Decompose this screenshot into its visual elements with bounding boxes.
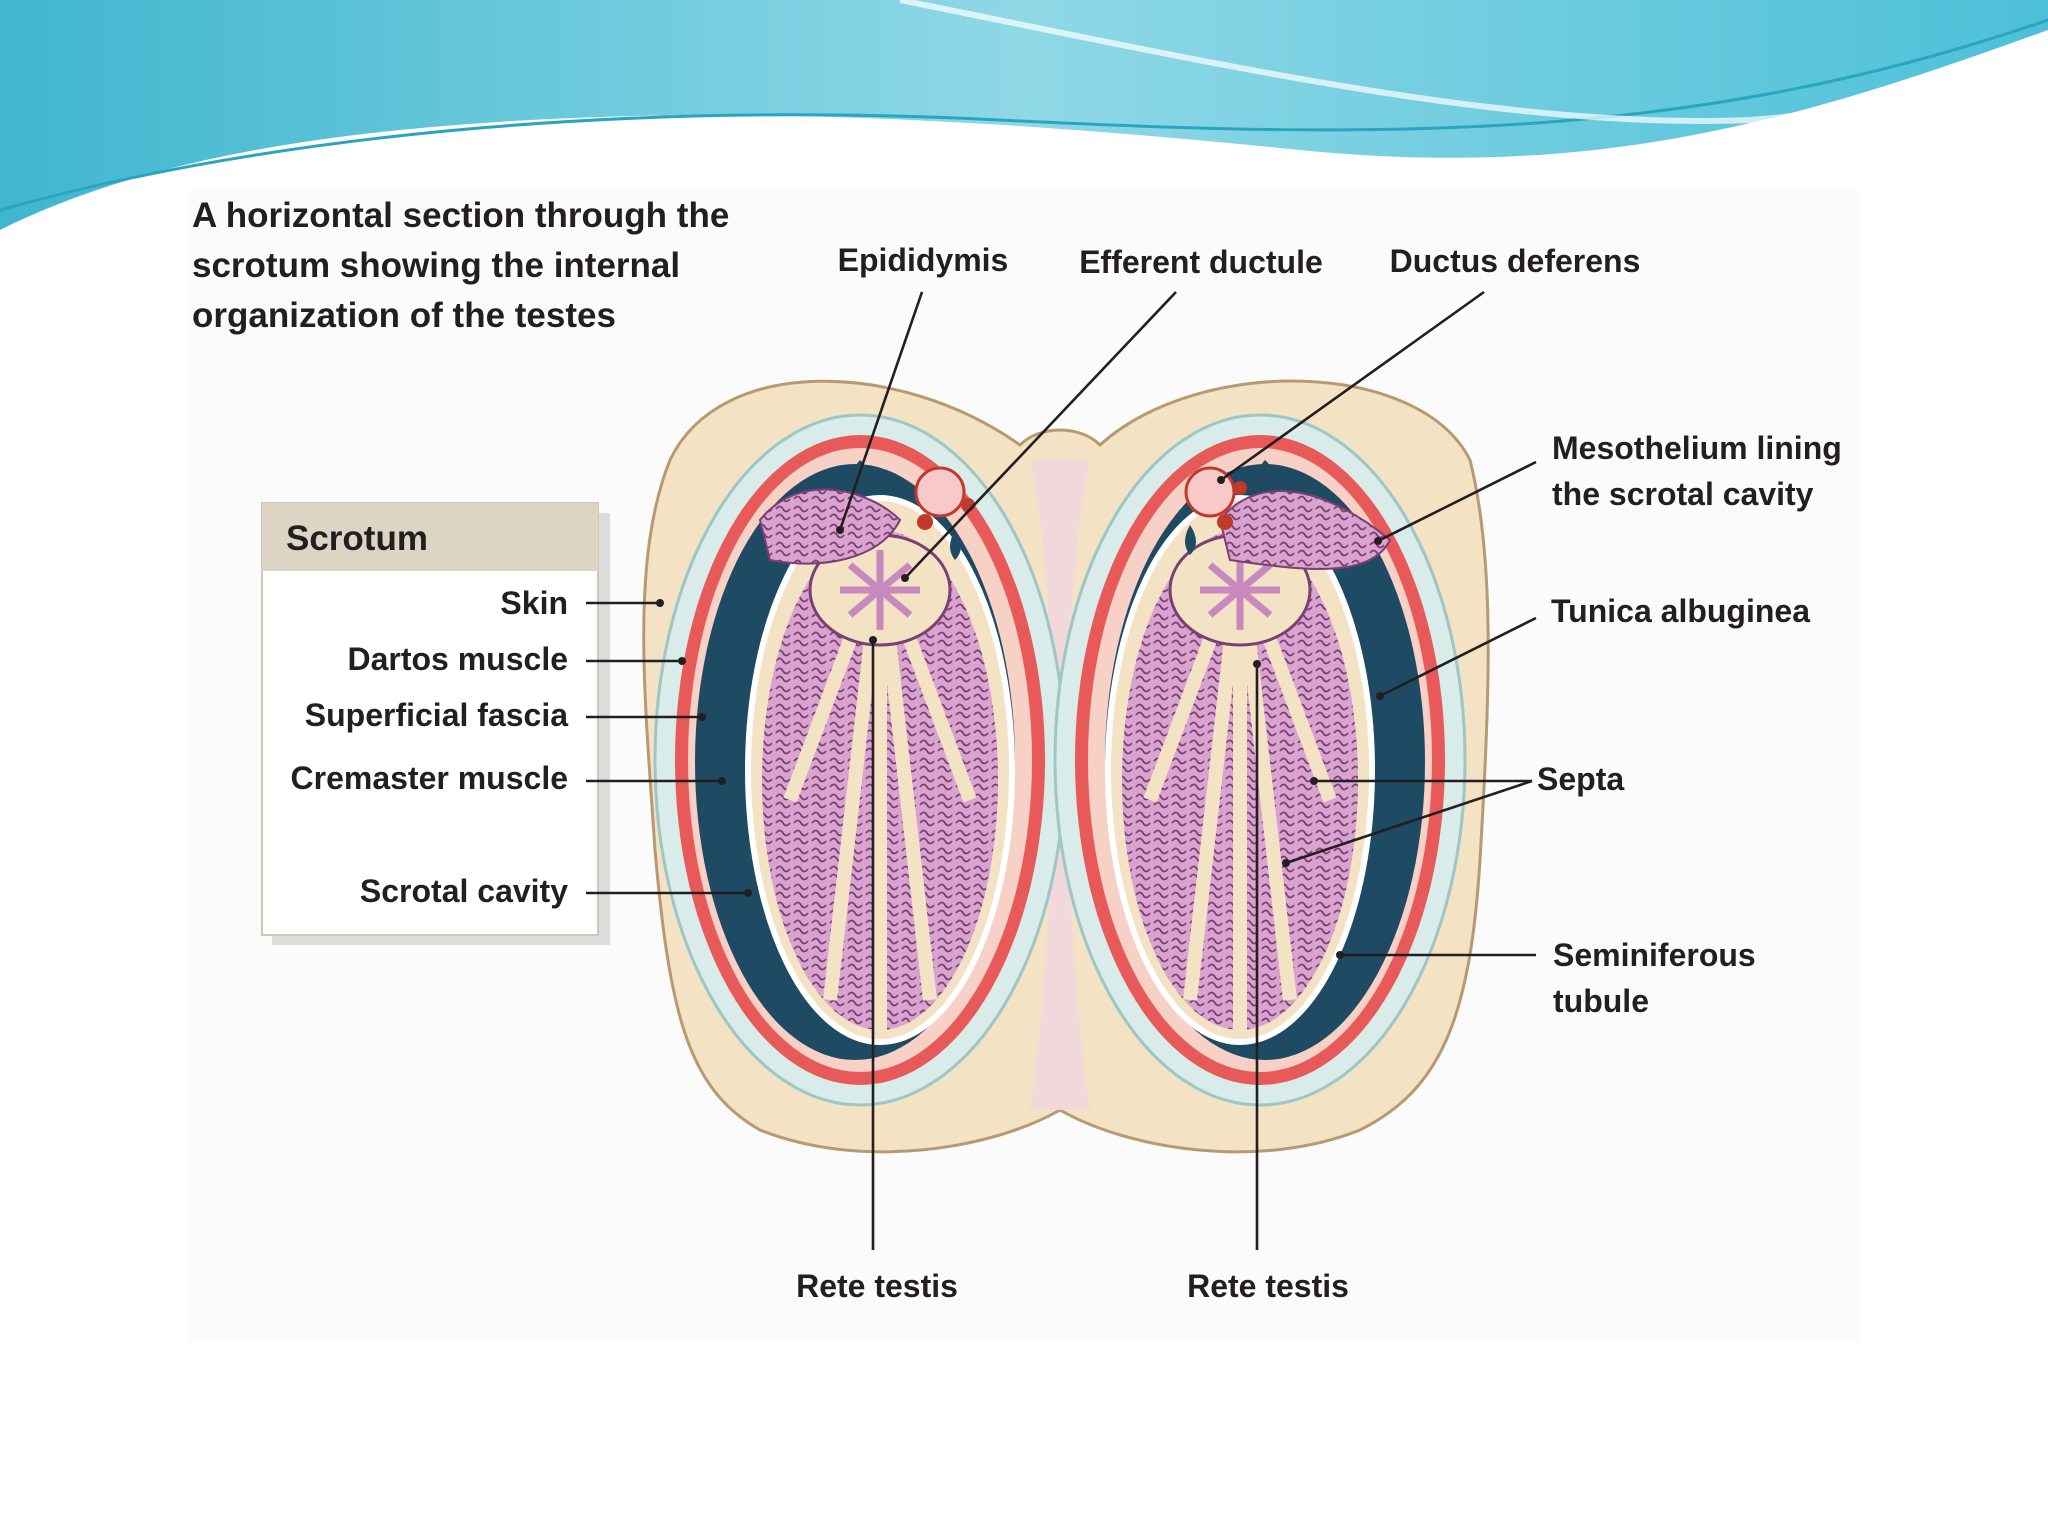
- label-skin: Skin: [500, 585, 568, 621]
- label-cremaster-muscle: Cremaster muscle: [291, 760, 568, 796]
- label-rete-testis-right: Rete testis: [1187, 1268, 1349, 1304]
- label-superficial-fascia: Superficial fascia: [305, 697, 568, 733]
- label-septa: Septa: [1537, 761, 1624, 797]
- label-dartos-muscle: Dartos muscle: [347, 641, 568, 677]
- legend-heading: Scrotum: [286, 519, 428, 558]
- label-epididymis: Epididymis: [838, 242, 1009, 278]
- label-tunica-albuginea: Tunica albuginea: [1551, 593, 1810, 629]
- label-efferent-ductule: Efferent ductule: [1079, 244, 1323, 280]
- label-scrotal-cavity: Scrotal cavity: [360, 873, 568, 909]
- label-rete-testis-left: Rete testis: [796, 1268, 958, 1304]
- label-ductus-deferens: Ductus deferens: [1390, 243, 1641, 279]
- scrotum-illustration: [644, 381, 1488, 1152]
